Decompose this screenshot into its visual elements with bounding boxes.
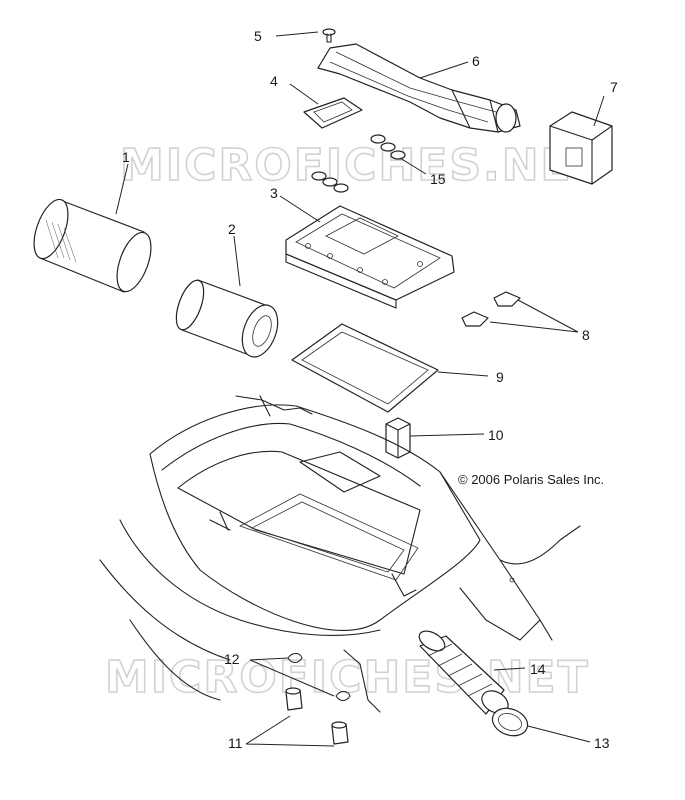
callout-15: 15 <box>430 171 446 187</box>
leader-lines <box>115 31 605 747</box>
part-10-foam-insert <box>385 417 411 459</box>
part-6-intake-duct <box>317 43 521 133</box>
callout-12: 12 <box>224 651 240 667</box>
part-4-gasket-plate <box>303 97 363 129</box>
part-13-hose-clamp <box>491 707 529 737</box>
callout-10: 10 <box>488 427 504 443</box>
part-7-foam-block <box>549 111 613 185</box>
callout-5: 5 <box>254 28 262 44</box>
callout-2: 2 <box>228 221 236 237</box>
callout-6: 6 <box>472 53 480 69</box>
callout-13: 13 <box>594 735 610 751</box>
callout-4: 4 <box>270 73 278 89</box>
part-2-small-air-filter <box>175 279 279 358</box>
callout-8: 8 <box>582 327 590 343</box>
callout-3: 3 <box>270 185 278 201</box>
part-11-drain-caps <box>285 687 349 745</box>
part-3-airbox-lid <box>285 205 455 309</box>
watermark-bottom: MICROFICHES.NET <box>105 652 590 703</box>
callout-7: 7 <box>610 79 618 95</box>
part-5-screw <box>322 28 336 43</box>
part-8-clips <box>461 291 521 327</box>
part-15-clips <box>311 134 406 193</box>
part-9-gasket <box>291 323 439 413</box>
part-12-clips <box>287 652 351 702</box>
part-14-intake-boot <box>418 630 509 715</box>
callout-1: 1 <box>122 149 130 165</box>
watermark-top: MICROFICHES.NET <box>120 140 605 191</box>
part-1-large-air-filter <box>33 198 152 293</box>
airbox-housing-assembly <box>99 395 581 713</box>
callout-labels: 5 6 4 7 15 1 3 2 8 9 10 14 13 12 11 <box>122 28 618 751</box>
copyright-notice: © 2006 Polaris Sales Inc. <box>458 472 604 487</box>
callout-14: 14 <box>530 661 546 677</box>
callout-9: 9 <box>496 369 504 385</box>
callout-11: 11 <box>228 735 243 751</box>
